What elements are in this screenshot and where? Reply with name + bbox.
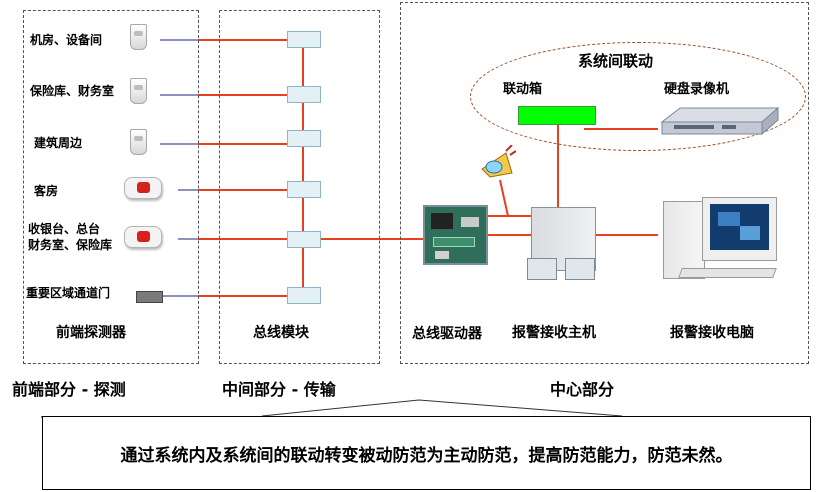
alarm-pc-caption: 报警接收电脑: [670, 325, 754, 341]
bus-module: [287, 31, 321, 48]
pir-detector-icon: [130, 129, 147, 155]
detector-label-1: 机房、设备间: [30, 33, 103, 47]
bus-module: [287, 287, 321, 304]
detector-label-3: 建筑周边: [34, 136, 83, 150]
front-section-box: [23, 10, 199, 364]
summary-text: 通过系统内及系统间的联动转变被动防范为主动防范，提高防范能力，防范未然。: [120, 445, 733, 466]
detector-label-2: 保险库、财务室: [30, 84, 115, 98]
bus-driver-board-icon: [423, 205, 488, 265]
linkage-title: 系统间联动: [578, 52, 654, 70]
computer-tower-icon: [663, 201, 705, 279]
bus-module: [287, 130, 321, 147]
section-front-label: 前端部分 - 探测: [12, 380, 126, 399]
detector-label-4: 客房: [34, 184, 59, 198]
bus-module: [287, 86, 321, 103]
center-section-box: [400, 2, 809, 364]
dvr-label: 硬盘录像机: [664, 82, 730, 97]
monitor-icon: [702, 197, 777, 261]
alarm-host-caption: 报警接收主机: [512, 325, 596, 341]
detector-label-5b: 财务室、保险库: [28, 238, 113, 252]
section-middle-label: 中间部分 - 传输: [222, 380, 336, 399]
section-center-label: 中心部分: [550, 380, 615, 399]
linkage-box-icon: [518, 106, 596, 125]
pir-detector-icon: [130, 24, 147, 50]
linkage-ellipse: [470, 42, 806, 151]
dvr-icon: [658, 104, 780, 136]
keypad-icon: [565, 258, 595, 280]
bus-module: [287, 231, 321, 248]
summary-bracket: [261, 399, 623, 417]
bus-module: [287, 181, 321, 198]
summary-box: 通过系统内及系统间的联动转变被动防范为主动防范，提高防范能力，防范未然。: [42, 416, 811, 490]
bus-module-caption: 总线模块: [253, 325, 309, 341]
keypad-icon: [527, 258, 557, 280]
panic-button-icon: [124, 177, 162, 199]
pir-detector-icon: [130, 78, 147, 104]
siren-icon: [476, 144, 517, 181]
door-contact-icon: [136, 291, 163, 303]
linkage-box-label: 联动箱: [503, 82, 543, 97]
detector-label-6: 重要区域通道门: [26, 286, 111, 300]
front-detector-caption: 前端探测器: [56, 325, 126, 341]
detector-label-5a: 收银台、总台: [28, 222, 101, 236]
panic-button-icon: [124, 226, 162, 248]
bus-driver-caption: 总线驱动器: [412, 326, 482, 342]
keyboard-icon: [678, 268, 777, 278]
middle-section-box: [219, 10, 380, 364]
detector-lines: [160, 39, 198, 297]
